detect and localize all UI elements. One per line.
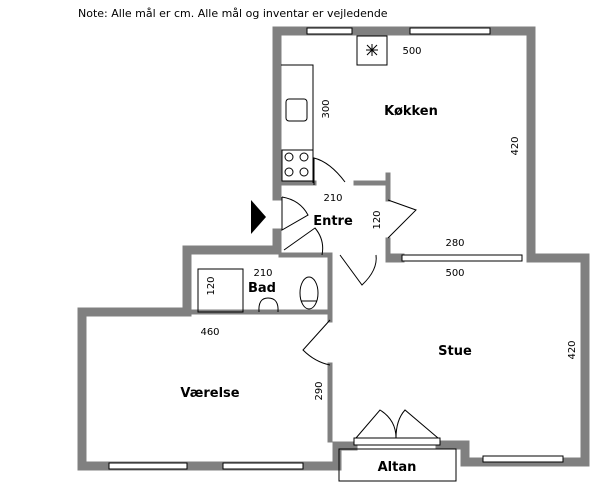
svg-text:120: 120 [372, 210, 383, 229]
fixtures [197, 35, 457, 482]
toilet-icon [299, 276, 319, 310]
walls [77, 26, 590, 471]
svg-text:500: 500 [402, 46, 421, 57]
svg-text:210: 210 [323, 193, 342, 204]
svg-text:300: 300 [321, 99, 332, 118]
svg-text:290: 290 [314, 381, 325, 400]
svg-text:460: 460 [200, 327, 219, 338]
room-label-balcony: Altan [378, 460, 417, 475]
svg-text:420: 420 [510, 136, 521, 155]
svg-text:120: 120 [206, 276, 217, 295]
room-label-entry: Entre [313, 214, 353, 229]
shower-icon [197, 268, 244, 313]
svg-text:420: 420 [567, 340, 578, 359]
balcony-outline [338, 448, 457, 482]
note-text: Note: Alle mål er cm. Alle mål og invent… [78, 7, 388, 20]
room-label-bath: Bad [248, 281, 276, 296]
room-label-living: Stue [438, 344, 472, 359]
svg-text:210: 210 [253, 268, 272, 279]
room-label-kitchen: Køkken [384, 104, 438, 119]
sink-icon [285, 98, 308, 122]
labels: Køkken 500 300 420 280 Entre 210 120 Bad… [180, 46, 578, 475]
stove-icon [281, 149, 314, 182]
svg-text:280: 280 [445, 238, 464, 249]
doors [281, 157, 439, 439]
entrance-arrow-icon [251, 200, 266, 234]
windows [108, 27, 564, 470]
svg-text:500: 500 [445, 268, 464, 279]
basin-icon [258, 297, 279, 313]
room-label-bedroom: Værelse [180, 386, 239, 401]
